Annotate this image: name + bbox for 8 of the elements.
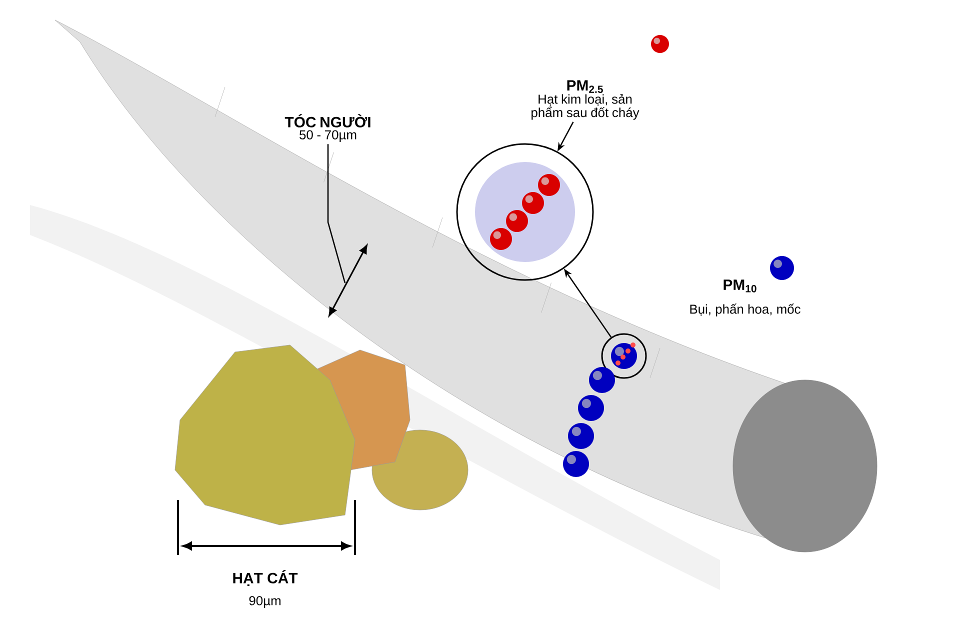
label-text: 90µm [249,596,280,608]
hair-label: TÓC NGƯỜI 50 - 70µm [284,114,370,142]
label-text: HẠT CÁT [233,570,298,586]
magnified-circle [456,143,594,281]
leader-line [327,144,346,284]
label-text: PM$_{10}$ [724,280,756,292]
label-text: Bụi, phấn hoa, mốc [690,304,800,316]
particle-label: PM$_{2.5}$ Hạt kim loại, sản phẩm sau đốt cháy [532,80,640,120]
